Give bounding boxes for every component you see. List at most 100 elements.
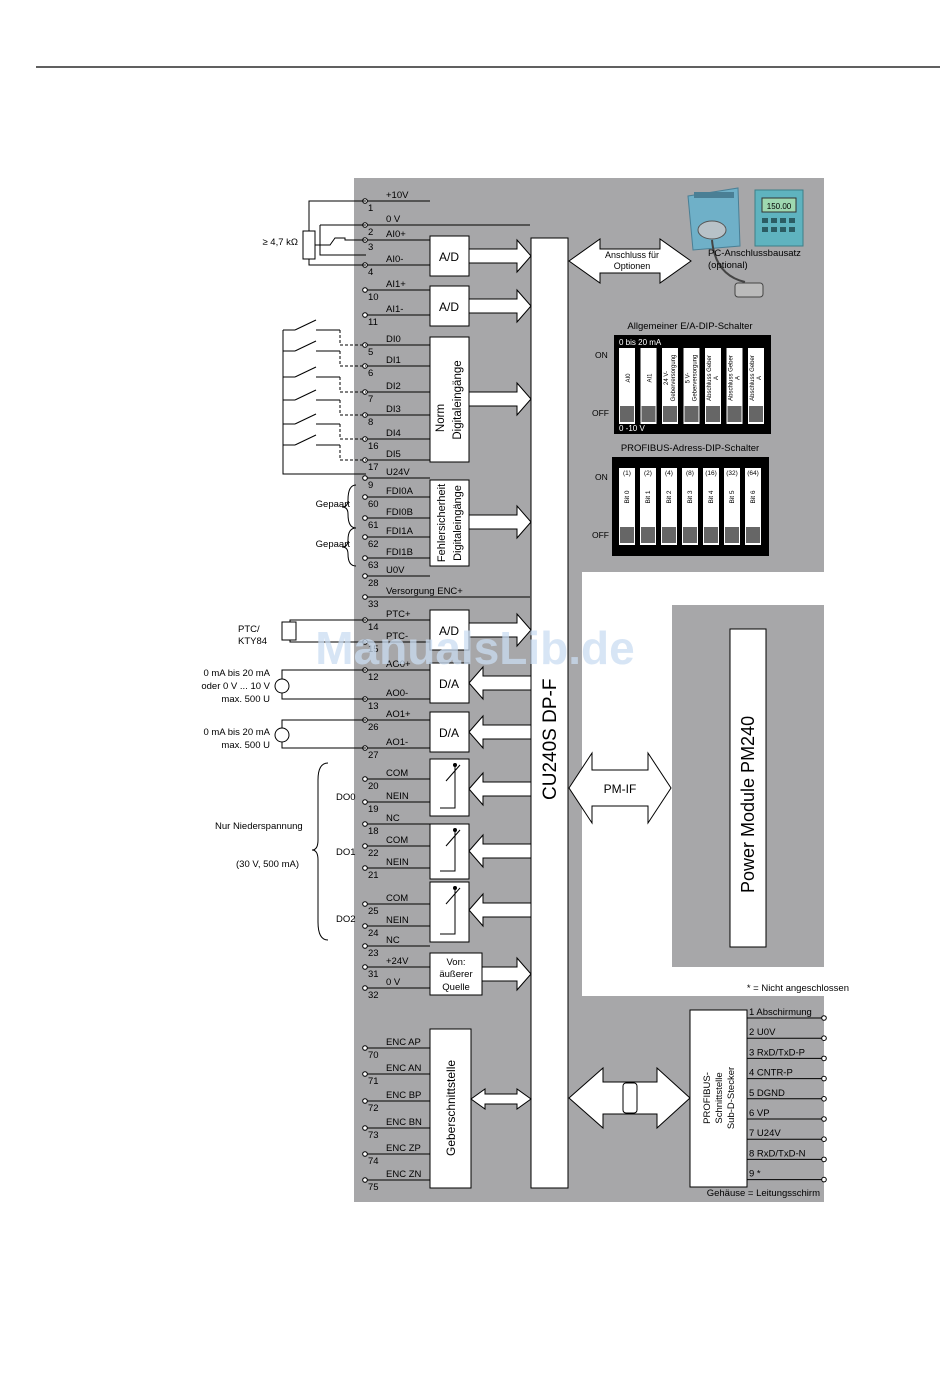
profibus-pin-point	[821, 1096, 827, 1102]
terminal-number: 2	[368, 227, 373, 238]
norm-di-label-1: Norm	[435, 404, 447, 432]
pc-kit-display: 150.00	[767, 202, 792, 211]
terminal-number: 62	[368, 539, 379, 550]
dip-profibus-switch[interactable]	[724, 468, 740, 545]
dip-ea-top-note: 0 bis 20 mA	[619, 338, 662, 347]
profibus-connector-label-1: PROFIBUS-	[702, 1072, 713, 1124]
terminal-point	[362, 534, 368, 540]
terminal-point	[362, 901, 368, 907]
terminal-point	[362, 594, 368, 600]
dip-profibus-switch-knob	[746, 527, 760, 543]
dip-profibus-value: (64)	[747, 470, 759, 477]
dip-profibus-bit: Bit 2	[666, 490, 673, 503]
ad-block-ai1-label: A/D	[439, 300, 459, 314]
di-switch-blade	[294, 434, 317, 446]
terminal-number: 4	[368, 267, 373, 278]
terminal-point	[362, 865, 368, 871]
ptc-wiring	[281, 619, 366, 643]
dip-ea-switch[interactable]	[748, 348, 764, 424]
dip-profibus-switch[interactable]	[640, 468, 656, 545]
signal-arrow-right	[468, 238, 532, 274]
profibus-pin-label: 5 DGND	[749, 1088, 785, 1099]
ao1-label-1: 0 mA bis 20 mA	[203, 727, 270, 738]
terminal-label: NEIN	[386, 915, 409, 926]
dip-ea-switch-label: Geberversorgung	[671, 355, 677, 402]
terminal-point	[362, 985, 368, 991]
da-block-ao1	[429, 711, 470, 753]
do0-label: DO0	[336, 792, 356, 803]
terminal-number: 31	[368, 969, 379, 980]
dip-ea-switch-label: Abschluss Geber	[750, 355, 756, 401]
dip-ea-bottom-note: 0 -10 V	[619, 424, 645, 433]
terminal-number: 73	[368, 1130, 379, 1141]
dip-profibus-on: ON	[595, 472, 608, 482]
dip-profibus-switch[interactable]	[661, 468, 677, 545]
terminal-label: AO1-	[386, 737, 408, 748]
terminal-number: 5	[368, 347, 373, 358]
dip-ea-switch[interactable]	[726, 348, 743, 424]
terminal-point	[362, 1045, 368, 1051]
dip-profibus-bit: Bit 6	[750, 490, 757, 503]
dip-ea-switch-label: 5 V-	[686, 373, 692, 384]
di-switch-blade	[294, 340, 317, 352]
profibus-pin-label: 7 U24V	[749, 1128, 781, 1139]
dip-profibus-bit: Bit 4	[708, 490, 715, 503]
relay-block-do0	[429, 758, 470, 817]
terminal-number: 7	[368, 394, 373, 405]
terminal-label: ENC AP	[386, 1037, 421, 1048]
dip-profibus-switch[interactable]	[703, 468, 719, 545]
dip-ea-switch[interactable]	[640, 348, 657, 424]
dip-ea-switch[interactable]	[619, 348, 635, 424]
terminal-label: DI3	[386, 404, 401, 415]
dip-ea-title: Allgemeiner E/A-DIP-Schalter	[627, 321, 752, 332]
ao0-label-3: max. 500 U	[221, 694, 270, 705]
terminal-label: FDI1A	[386, 526, 414, 537]
terminal-label: ENC ZP	[386, 1143, 421, 1154]
ao0-label-1: 0 mA bis 20 mA	[203, 668, 270, 679]
signal-arrow-left	[468, 771, 532, 807]
terminal-number: 61	[368, 520, 379, 531]
terminal-number: 11	[368, 317, 378, 328]
encoder-interface-label: Geberschnittstelle	[444, 1060, 458, 1156]
dip-profibus-value: (4)	[665, 470, 673, 477]
terminal-point	[362, 1071, 368, 1077]
relay-contact-switch	[445, 887, 461, 905]
terminal-number: 70	[368, 1050, 379, 1061]
dip-profibus-switch-knob	[704, 527, 718, 543]
dip-profibus-switch[interactable]	[745, 468, 761, 545]
terminal-point	[362, 494, 368, 500]
dip-profibus-bit: Bit 5	[729, 490, 736, 503]
terminal-label: PTC+	[386, 609, 411, 620]
external-supply-label-2: äußerer	[439, 969, 472, 980]
terminal-point	[362, 843, 368, 849]
dip-ea-switch-label: AI1	[648, 373, 654, 383]
dip-profibus-switch[interactable]	[619, 468, 635, 545]
terminal-label: FDI1B	[386, 547, 413, 558]
dip-profibus-value: (1)	[623, 470, 631, 477]
terminal-number: 71	[368, 1076, 379, 1087]
terminal-point	[362, 573, 368, 579]
ao-wiring	[274, 669, 366, 749]
terminal-label: DI0	[386, 334, 401, 345]
dip-profibus-switch[interactable]	[682, 468, 698, 545]
terminal-label: PTC-	[386, 631, 408, 642]
profibus-connector-box	[689, 1009, 748, 1188]
dip-ea-switch[interactable]	[662, 348, 678, 424]
terminal-label: FDI0B	[386, 507, 413, 518]
dip-profibus-switch-knob	[641, 527, 655, 543]
dip-ea-switch[interactable]	[683, 348, 700, 424]
signal-arrow-right	[481, 956, 532, 992]
dip-ea-switch[interactable]	[705, 348, 721, 424]
dip-profibus-off: OFF	[592, 530, 609, 540]
terminal-number: 63	[368, 560, 379, 571]
dip-ea-switch-label: Geberversorgung	[693, 355, 699, 402]
relay-contact-line	[440, 888, 456, 935]
profibus-connector-label-3: Sub-D-Stecker	[726, 1067, 737, 1129]
profibus-pin-label: 3 RxD/TxD-P	[749, 1047, 805, 1058]
terminal-number: 1	[368, 203, 373, 214]
terminal-number: 21	[368, 870, 379, 881]
terminal-point	[362, 964, 368, 970]
terminal-label: AO1+	[386, 709, 411, 720]
terminal-number: 27	[368, 750, 379, 761]
pmif-label: PM-IF	[604, 782, 637, 796]
